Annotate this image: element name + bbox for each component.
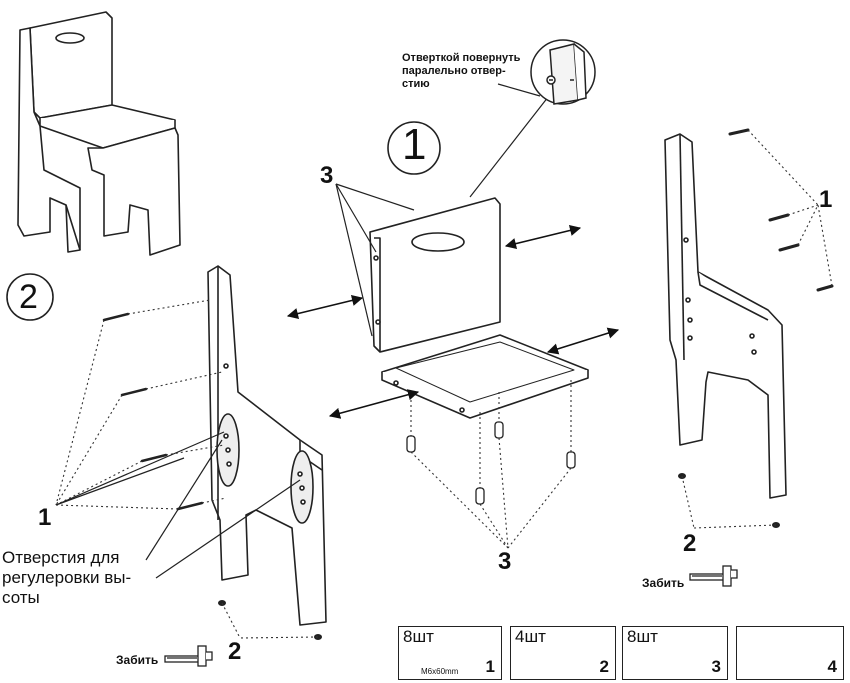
step-1-circle: [387, 121, 441, 175]
backrest-panel: [369, 197, 501, 353]
part-qty: 4шт: [515, 627, 546, 646]
part-card-bolt: 8шт M6x60mm 1: [398, 626, 502, 680]
step-2-number: 2: [19, 278, 38, 316]
backrest-handle-hole-icon: [411, 232, 465, 252]
callout-right-screws: 1: [819, 186, 833, 213]
part-qty: 8шт: [403, 627, 434, 646]
part-qty: 8шт: [627, 627, 658, 646]
part-index: 2: [599, 657, 609, 676]
step-1-number: 1: [402, 120, 427, 169]
hammer-label-right: Забить: [642, 576, 685, 590]
part-index: 4: [827, 657, 837, 676]
caption-line-3: соты: [2, 588, 40, 607]
left-bolts: [102, 312, 204, 511]
part-card-barrel-nut: 8шт 3: [622, 626, 728, 680]
callout-left-pads: 2: [228, 638, 242, 665]
screwdriver-note: Отверткой повернуть паралельно отвер- ст…: [402, 52, 520, 91]
hammer-icon-right: [689, 565, 738, 587]
back-handle-hole-icon: [55, 32, 85, 44]
hammer-icon: [164, 645, 213, 667]
right-side-panel: [664, 133, 787, 499]
detail-inset: [530, 39, 596, 105]
movement-arrows: [286, 224, 620, 419]
leader-lines: [55, 129, 833, 639]
callout-seat-dowels: 3: [498, 548, 512, 575]
note-line-3: стию: [402, 78, 430, 90]
callout-right-pads: 2: [683, 530, 697, 557]
callout-left-screws: 1: [38, 504, 52, 531]
note-line-1: Отверткой повернуть: [402, 52, 521, 64]
right-bolts: [728, 128, 834, 292]
assembled-chair: [17, 11, 181, 256]
step-2-circle: [6, 273, 54, 321]
callout-back-screws: 3: [320, 162, 334, 189]
seat-panel: [381, 334, 589, 419]
seat-dowels: [406, 421, 576, 505]
part-card-hex-key: 4: [736, 626, 844, 680]
caption-line-1: Отверстия для: [2, 548, 120, 567]
hammer-label-left: Забить: [116, 653, 159, 667]
caption-line-2: регулеровки вы-: [2, 568, 132, 587]
height-holes-caption: Отверстия для регулеровки вы- соты: [2, 548, 131, 608]
part-card-glide: 4шт 2: [510, 626, 616, 680]
note-line-2: паралельно отвер-: [402, 65, 506, 77]
part-index: 1: [485, 657, 495, 676]
solid-leaders: [55, 83, 553, 579]
part-spec: M6x60mm: [421, 667, 459, 676]
left-side-panel: [207, 265, 327, 626]
part-index: 3: [711, 657, 721, 676]
